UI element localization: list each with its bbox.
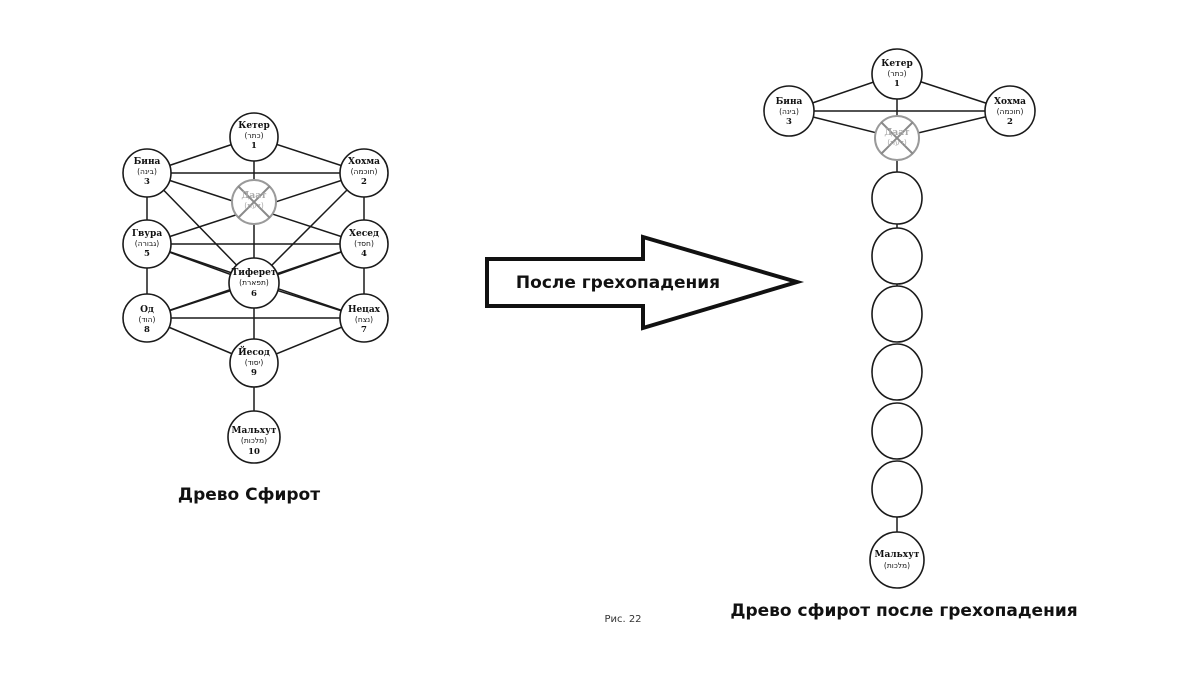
sefira-keter: Кетер (כתר) 1 — [238, 121, 270, 151]
sefira-hebrew: (נצח) — [355, 315, 373, 324]
sefira-name: Тиферет — [232, 268, 277, 278]
sefira-yesod-circle — [229, 338, 279, 388]
right-tree-labels: Кетер (כתר) 1 Хохма (חוכמה) 2 Бина (בינה… — [776, 59, 1027, 570]
sefira-name: Хохма — [994, 97, 1026, 107]
left-tree-labels: Кетер (כתר) 1 Хохма (חוכמה) 2 Бина (בינה… — [132, 121, 381, 457]
sefira-number: 10 — [248, 447, 260, 457]
sefira-hebrew: (גבורה) — [135, 239, 160, 248]
sefira-number: 9 — [251, 368, 257, 378]
sefira-hebrew: (חסד) — [354, 239, 374, 248]
transition-arrow: После грехопадения — [485, 234, 805, 331]
sefira-keter-circle — [871, 48, 923, 100]
sefira-malkhut: Мальхут (מלכות) 10 — [232, 426, 277, 457]
sefira-daat: Даат (דעת) — [241, 191, 267, 210]
sefira-number: 3 — [786, 117, 792, 127]
sefira-hebrew: (מלכות) — [884, 561, 910, 570]
sefira-keter-circle — [229, 112, 279, 162]
sefira-yesod: Йесод (יסוד) 9 — [238, 345, 270, 378]
sefira-hebrew: (בינה) — [779, 107, 799, 116]
sefira-hebrew: (תפארת) — [239, 278, 269, 287]
sefira-name: Бина — [134, 157, 161, 167]
sefira-binah-circle — [763, 85, 815, 137]
arrow-label: После грехопадения — [516, 273, 720, 293]
sefira-chokhmah: Хохма (חוכמה) 2 — [994, 97, 1026, 127]
sefira-binah-circle — [122, 148, 172, 198]
sefira-chesed-circle — [339, 219, 389, 269]
sefira-hebrew: (יסוד) — [245, 358, 264, 367]
daat-cross-mark — [880, 121, 914, 155]
sefira-malkhut: Мальхут (מלכות) — [875, 550, 920, 570]
sefira-number: 7 — [361, 325, 367, 335]
sefira-hebrew: (דעת) — [244, 201, 264, 210]
sefira-chokhmah: Хохма (חוכמה) 2 — [348, 157, 380, 187]
sefira-netzach-circle — [339, 293, 389, 343]
sefira-hod: Од (הוד) 8 — [139, 305, 156, 335]
left-tree — [122, 112, 389, 464]
sefira-hebrew: (כתר) — [244, 131, 263, 140]
sefira-number: 6 — [251, 289, 257, 299]
sefira-daat: Даат (דעת) — [884, 128, 910, 147]
empty-sefira-circle — [871, 343, 923, 401]
sefira-name: Мальхут — [232, 426, 277, 436]
right-tree-caption: Древо сфирот после грехопадения — [730, 601, 1077, 621]
right-tree — [763, 48, 1036, 589]
sefira-name: Гвура — [132, 229, 163, 239]
sefira-name: Кетер — [238, 121, 270, 131]
sefira-netzach: Нецах (נצח) 7 — [348, 305, 381, 335]
sefira-binah: Бина (בינה) 3 — [134, 157, 161, 187]
sefira-name: Бина — [776, 97, 803, 107]
sefira-number: 4 — [361, 249, 367, 259]
sefira-number: 8 — [144, 325, 150, 335]
left-tree-caption: Древо Сфирот — [178, 485, 320, 505]
sefira-tiferet: Тиферет (תפארת) 6 — [232, 268, 277, 299]
sefira-number: 2 — [361, 177, 367, 187]
sefira-name: Даат — [884, 128, 910, 138]
empty-sefira-circle — [871, 460, 923, 518]
sefira-hebrew: (בינה) — [137, 167, 157, 176]
empty-sefira-circle — [871, 402, 923, 460]
sefira-keter: Кетер (כתר) 1 — [881, 59, 913, 89]
sefira-gevurah-circle — [122, 219, 172, 269]
sefira-hebrew: (חוכמה) — [997, 107, 1024, 116]
sefira-name: Нецах — [348, 305, 381, 315]
sefira-chesed: Хесед (חסד) 4 — [349, 229, 379, 259]
sefira-hebrew: (הוד) — [139, 315, 156, 324]
sefira-name: Хохма — [348, 157, 380, 167]
sefira-malkhut-circle — [227, 410, 281, 464]
left-tree-nodes — [122, 112, 389, 464]
sefira-chokhmah-circle — [984, 85, 1036, 137]
empty-sefira-circle — [871, 227, 923, 285]
sefira-hebrew: (מלכות) — [241, 436, 267, 445]
sefira-name: Мальхут — [875, 550, 920, 560]
sefira-malkhut-circle — [869, 531, 925, 589]
empty-sefira-circle — [871, 171, 923, 225]
sefira-hebrew: (דעת) — [887, 138, 907, 147]
sefira-hebrew: (כתר) — [887, 69, 906, 78]
sefira-name: Хесед — [349, 229, 379, 239]
sefira-name: Йесод — [238, 345, 270, 358]
empty-sefira-circle — [871, 285, 923, 343]
sefira-number: 1 — [894, 79, 900, 89]
sefira-number: 2 — [1007, 117, 1013, 127]
sefira-name: Даат — [241, 191, 267, 201]
sefira-chokhmah-circle — [339, 148, 389, 198]
sefira-hod-circle — [122, 293, 172, 343]
sefira-number: 5 — [144, 249, 150, 259]
sefira-binah: Бина (בינה) 3 — [776, 97, 803, 127]
figure-label: Рис. 22 — [604, 614, 641, 625]
arrow-shape — [485, 234, 805, 331]
sefira-hebrew: (חוכמה) — [351, 167, 378, 176]
sefira-tiferet-circle — [228, 257, 280, 309]
daat-cross-mark — [237, 185, 271, 219]
sefira-name: Од — [140, 305, 154, 315]
sefira-gevurah: Гвура (גבורה) 5 — [132, 229, 163, 259]
sefira-number: 1 — [251, 141, 257, 151]
sefira-name: Кетер — [881, 59, 913, 69]
sefira-number: 3 — [144, 177, 150, 187]
